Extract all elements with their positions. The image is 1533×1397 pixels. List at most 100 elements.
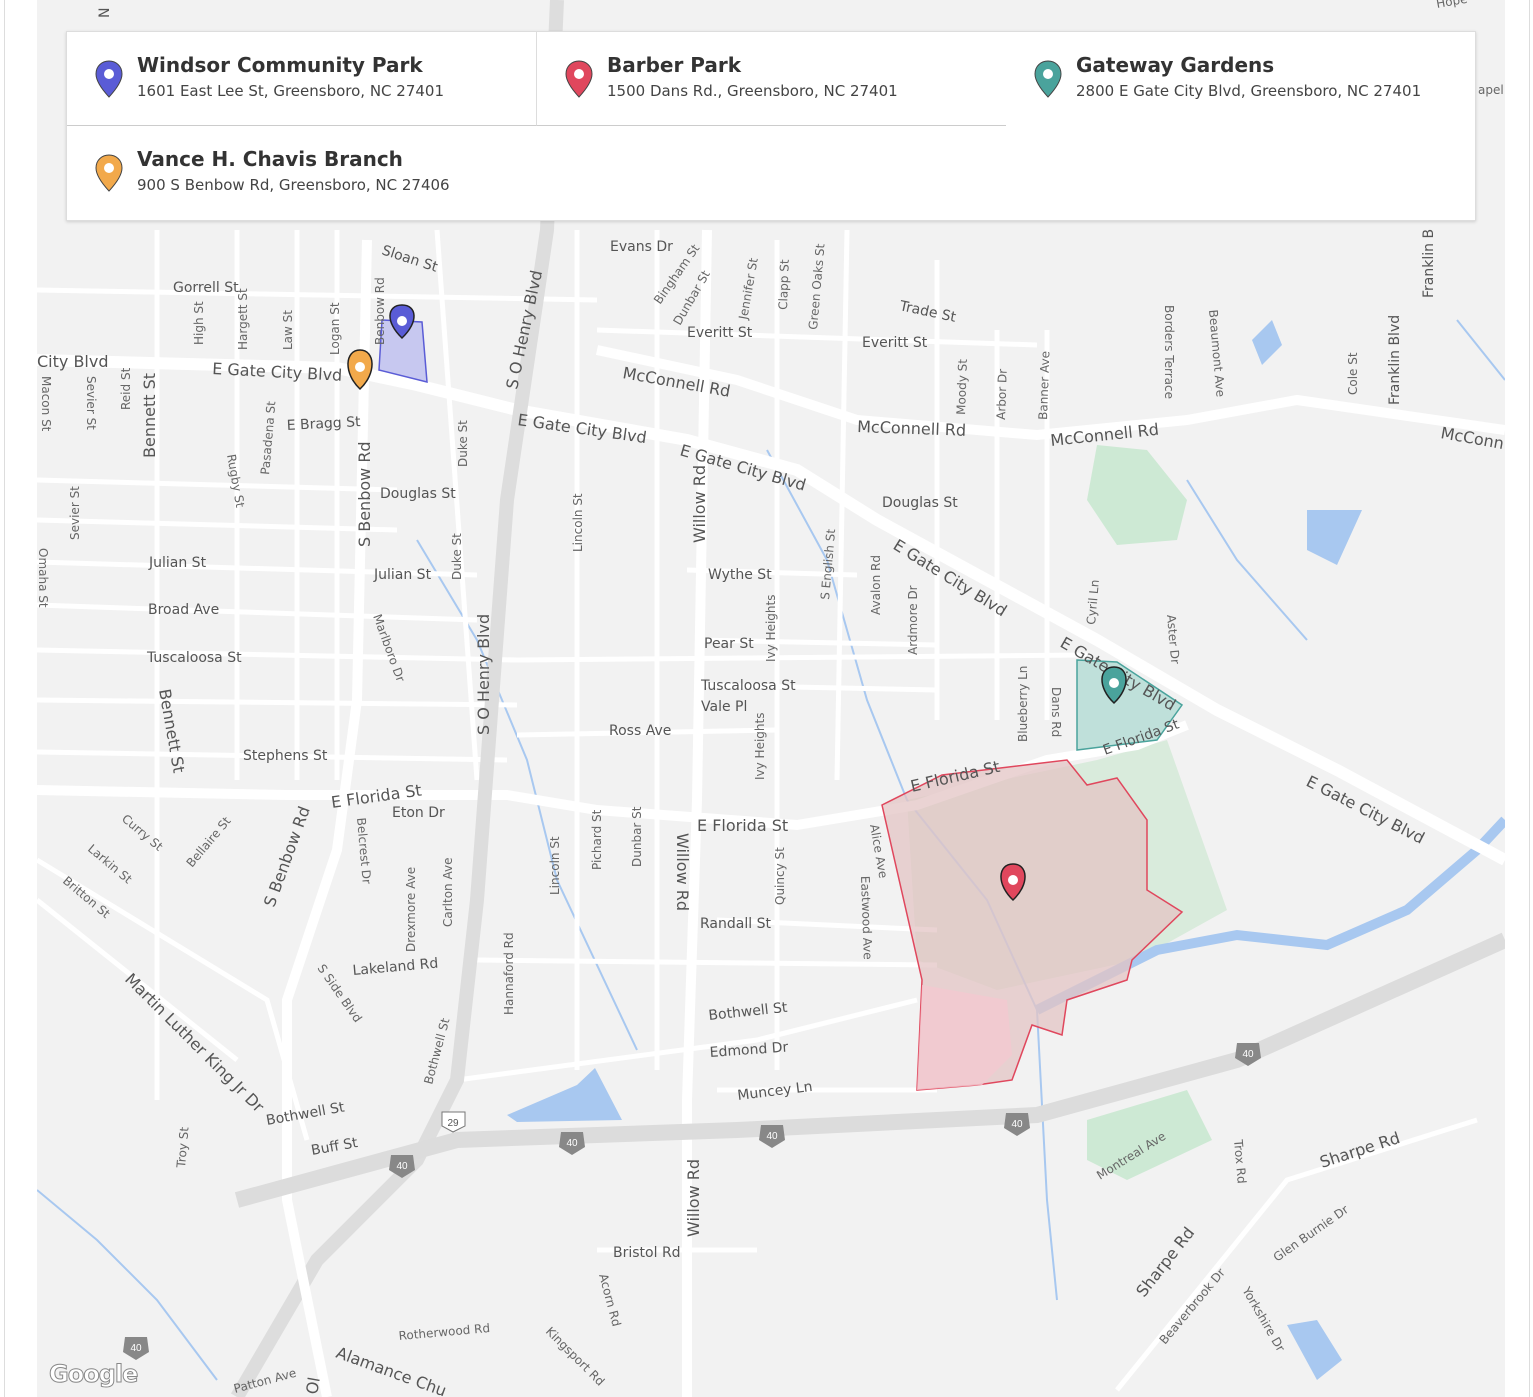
water-area [1287,1320,1342,1380]
map-canvas[interactable]: 40 40 40 40 40 40 [37,0,1505,1397]
street-label: Edmond Dr [709,1040,789,1061]
street-label: Alamance Chu [334,1343,449,1397]
street-label: Sharpe Rd [1132,1223,1198,1300]
map-pin-icon [95,60,123,98]
street-label: Quincy St [773,847,787,905]
us-route-shield: 29 [441,1111,466,1133]
street-label: Aster Dr [1164,614,1182,665]
street-label: Carlton Ave [441,858,455,927]
street-label: Trox Rd [1231,1138,1249,1184]
marker-vance-h-chavis-branch[interactable] [347,349,373,391]
street-label: Alice Ave [867,823,890,879]
green-area [1087,1090,1212,1180]
street-label: Pichard St [590,809,604,870]
stream [416,539,638,1051]
street-label: Hope [1435,0,1468,11]
street-label: Beaverbrook Dr [1157,1266,1228,1347]
street-label: Eastwood Ave [858,876,875,960]
location-address: 2800 E Gate City Blvd, Greensboro, NC 27… [1076,82,1422,100]
location-address: 1601 East Lee St, Greensboro, NC 27401 [137,82,445,100]
street-label: Muncey Ln [737,1079,814,1104]
street-label: Willow Rd [684,1159,703,1237]
street-label: Kingsport Rd [543,1324,607,1388]
location-item-gateway-gardens[interactable]: Gateway Gardens 2800 E Gate City Blvd, G… [1006,32,1476,126]
interstate-shield: 40 [389,1155,415,1178]
street-label: Eton Dr [392,805,445,821]
street-label: Julian St [373,567,432,583]
street-label: Bennett St [140,373,159,458]
street-label: Duke St [456,420,470,467]
street-label: Douglas St [380,486,456,502]
map-svg: 40 40 40 40 40 40 [37,0,1505,1397]
street-label: McConnell Rd [857,417,967,440]
location-item-barber-park[interactable]: Barber Park 1500 Dans Rd., Greensboro, N… [537,32,1006,126]
marker-barber-park[interactable] [1000,863,1026,902]
svg-text:40: 40 [130,1343,142,1354]
street-label: S English St [818,528,838,600]
street-label: Bothwell St [421,1016,452,1085]
street-label: Vale Pl [701,699,747,715]
barber-park-lower [917,985,1012,1090]
location-item-vance-h-chavis-branch[interactable]: Vance H. Chavis Branch 900 S Benbow Rd, … [67,126,537,220]
interstate-shield: 40 [123,1337,149,1360]
street-label: Dans Rd [1049,687,1063,737]
street-label: Sevier St [68,486,82,540]
street-label: apel [1478,83,1504,97]
street-label: Martin Luther King Jr Dr [121,969,268,1116]
street-label: Lincoln St [548,836,562,895]
location-item-windsor-community-park[interactable]: Windsor Community Park 1601 East Lee St,… [67,32,537,126]
street-label: Avalon Rd [869,555,883,615]
street-label: Beaumont Ave [1206,309,1228,398]
street-label: Ol [302,1376,324,1396]
svg-text:40: 40 [566,1138,578,1149]
street-label: Troy St [174,1126,192,1169]
stream [1186,479,1308,641]
street-label: Logan St [328,302,342,355]
street-label: Jennifer St [736,257,761,322]
street-label: Cole St [1346,352,1360,395]
street-label: Marlboro Dr [370,612,407,684]
street-label: Reid St [119,367,133,410]
street-label: Ivy Heights [753,713,767,780]
street-label: Lincoln St [571,493,585,552]
street-label: Willow Rd [673,833,692,911]
locations-legend: Windsor Community Park 1601 East Lee St,… [66,31,1476,221]
street-label: E Florida St [697,816,788,835]
street-label: Duke St [450,533,464,580]
street-label: Tuscaloosa St [700,678,796,694]
svg-text:40: 40 [766,1131,778,1142]
marker-gateway-gardens[interactable] [1101,666,1127,705]
street-label: Acorn Rd [596,1272,624,1328]
street-label: Banner Ave [1036,351,1052,420]
svg-text:40: 40 [1242,1049,1254,1060]
street-label: Omaha St [37,548,50,608]
street-label: Sloan St [380,243,440,276]
street-label: Evans Dr [610,239,673,255]
street-label: Belcrest Dr [354,817,374,885]
street-label: Clapp St [776,259,792,310]
street-label: Randall St [700,916,771,932]
street-label: S Benbow Rd [355,441,374,547]
major-roads [37,0,1505,1397]
street-label: Borders Terrace [1162,305,1176,399]
street-label: Broad Ave [148,602,219,618]
street-label: Stephens St [243,748,328,764]
street-label: Macon St [39,376,53,432]
street-label: Douglas St [882,495,958,511]
street-label: Gorrell St [173,280,239,296]
street-label: Ardmore Dr [906,585,920,655]
svg-text:29: 29 [447,1118,459,1129]
street-label: Bellaire St [184,814,234,870]
green-area [1087,445,1187,545]
marker-windsor-community-park[interactable] [389,304,415,340]
street-label: Everitt St [687,325,753,341]
street-label: Hannaford Rd [502,932,516,1015]
street-label: Tuscaloosa St [146,650,242,666]
street-label: Patton Ave [232,1366,298,1396]
water-area [1252,320,1282,365]
street-label: S Benbow Rd [260,804,314,910]
street-label: S O Henry Blvd [474,614,493,735]
street-label: Ivy Heights [764,595,778,662]
street-label: Law St [281,310,295,350]
street-label: Bothwell St [265,1099,346,1129]
